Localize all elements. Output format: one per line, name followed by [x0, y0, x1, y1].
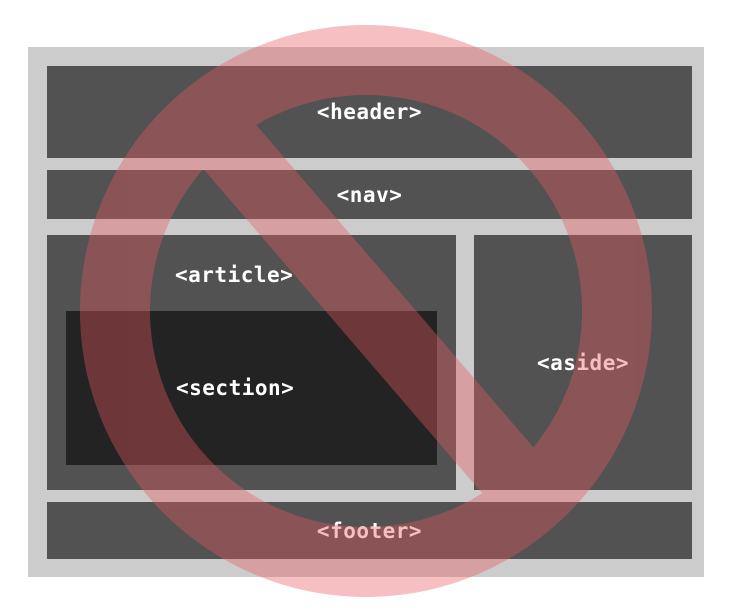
section-block: <section>: [66, 311, 437, 465]
aside-block: <aside>: [474, 235, 692, 490]
footer-label: <footer>: [316, 518, 423, 543]
header-block: <header>: [47, 66, 692, 158]
article-label: <article>: [175, 263, 294, 287]
aside-label: <aside>: [536, 350, 629, 375]
header-label: <header>: [316, 100, 423, 124]
section-label: <section>: [176, 376, 295, 400]
nav-label: <nav>: [336, 182, 403, 207]
footer-block: <footer>: [47, 502, 692, 559]
nav-block: <nav>: [47, 170, 692, 219]
